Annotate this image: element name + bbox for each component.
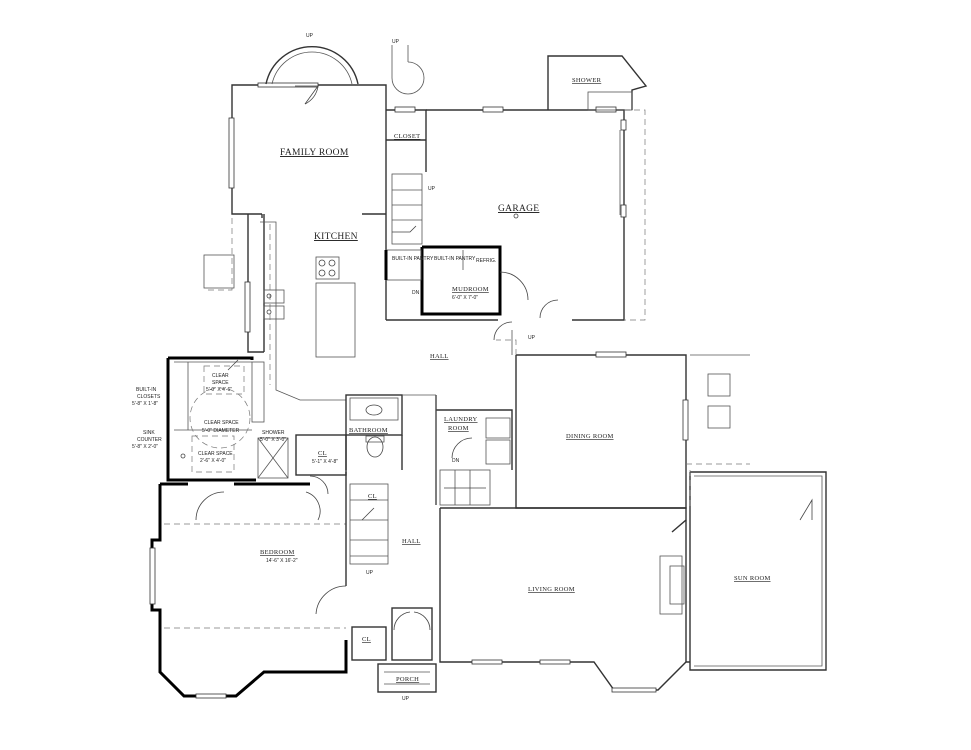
hall-mid-label: HALL	[402, 538, 421, 545]
shower-top-label: SHOWER	[572, 77, 602, 84]
builtin-pantry-1: BUILT-IN PANTRY	[392, 256, 434, 262]
mudroom	[384, 245, 529, 321]
shower-small-1: SHOWER	[262, 430, 285, 436]
living-room-label: LIVING ROOM	[528, 586, 575, 593]
sink-counter-1: SINK	[143, 430, 155, 436]
family-room-label: FAMILY ROOM	[280, 148, 349, 158]
clear-space-circle-2: 5'-0" DIAMETER	[202, 428, 240, 434]
accessible-bath	[166, 356, 289, 482]
dining-room-label: DINING ROOM	[566, 433, 614, 440]
refrig-label: REFRIG.	[476, 258, 496, 264]
mudroom-dim: 6'-0" X 7'-0"	[452, 295, 478, 301]
living-room	[439, 463, 750, 693]
bedroom	[149, 472, 348, 699]
clear-space-top-1: CLEAR	[212, 373, 229, 379]
up-marker-porch: UP	[402, 696, 410, 702]
clear-space-top-3: 5'-0" X 4'-6"	[206, 387, 232, 393]
porch-label: PORCH	[396, 676, 419, 683]
closets-porch	[351, 607, 433, 661]
clear-space-bottom-2: 2'-6" X 4'-0"	[200, 458, 226, 464]
cl-2-label: CL	[368, 493, 377, 500]
mudroom-label: MUDROOM	[452, 286, 489, 293]
cl-1-dim: 5'-1" X 4'-8"	[312, 459, 338, 465]
hall-walls	[402, 321, 513, 505]
builtin-closets-1: BUILT-IN	[136, 387, 157, 393]
dn-marker-mudroom: DN	[412, 290, 420, 296]
clear-space-bottom-1: CLEAR SPACE	[198, 451, 233, 457]
clear-space-circle-1: CLEAR SPACE	[204, 420, 239, 426]
up-marker-center-stair: UP	[366, 570, 374, 576]
sun-room	[689, 470, 827, 671]
up-marker-bay: UP	[306, 33, 314, 39]
outdoor-shower	[547, 55, 648, 111]
hall-top-label: HALL	[430, 353, 449, 360]
kitchen-label: KITCHEN	[314, 232, 358, 242]
kitchen	[203, 214, 356, 401]
sink-counter-2: COUNTER	[137, 437, 162, 443]
laundry-room	[435, 395, 513, 506]
builtin-pantry-2: BUILT-IN PANTRY	[434, 256, 476, 262]
cl-3-label: CL	[362, 636, 371, 643]
family-room	[228, 46, 387, 218]
shower-small-2: 5'-0" X 3'-0"	[260, 437, 286, 443]
bedroom-label: BEDROOM	[260, 549, 295, 556]
laundry-room-label-1: LAUNDRY	[444, 416, 478, 423]
builtin-closets-3: 5'-8" X 1'-8"	[132, 401, 158, 407]
closet-label: CLOSET	[394, 133, 420, 140]
up-marker-stair-top: UP	[428, 186, 436, 192]
bathroom	[345, 394, 403, 470]
porch	[377, 663, 437, 693]
closet-1	[295, 434, 347, 495]
laundry-room-label-2: ROOM	[448, 425, 469, 432]
dining-room	[496, 339, 750, 509]
bathroom-label: BATHROOM	[349, 427, 388, 434]
sun-room-label: SUN ROOM	[734, 575, 771, 582]
bedroom-dim: 14'-6" X 16'-2"	[266, 558, 298, 564]
dn-marker-laundry: DN	[452, 458, 460, 464]
garage	[394, 106, 646, 321]
garage-label: GARAGE	[498, 204, 539, 214]
builtin-closets-2: CLOSETS	[137, 394, 161, 400]
up-marker-spiral: UP	[392, 39, 400, 45]
clear-space-top-2: SPACE	[212, 380, 229, 386]
up-marker-hall: UP	[528, 335, 536, 341]
cl-1-label: CL	[318, 450, 327, 457]
center-stair	[349, 483, 389, 565]
stair-closet	[385, 45, 427, 320]
sink-counter-3: 5'-8" X 2'-0"	[132, 444, 158, 450]
